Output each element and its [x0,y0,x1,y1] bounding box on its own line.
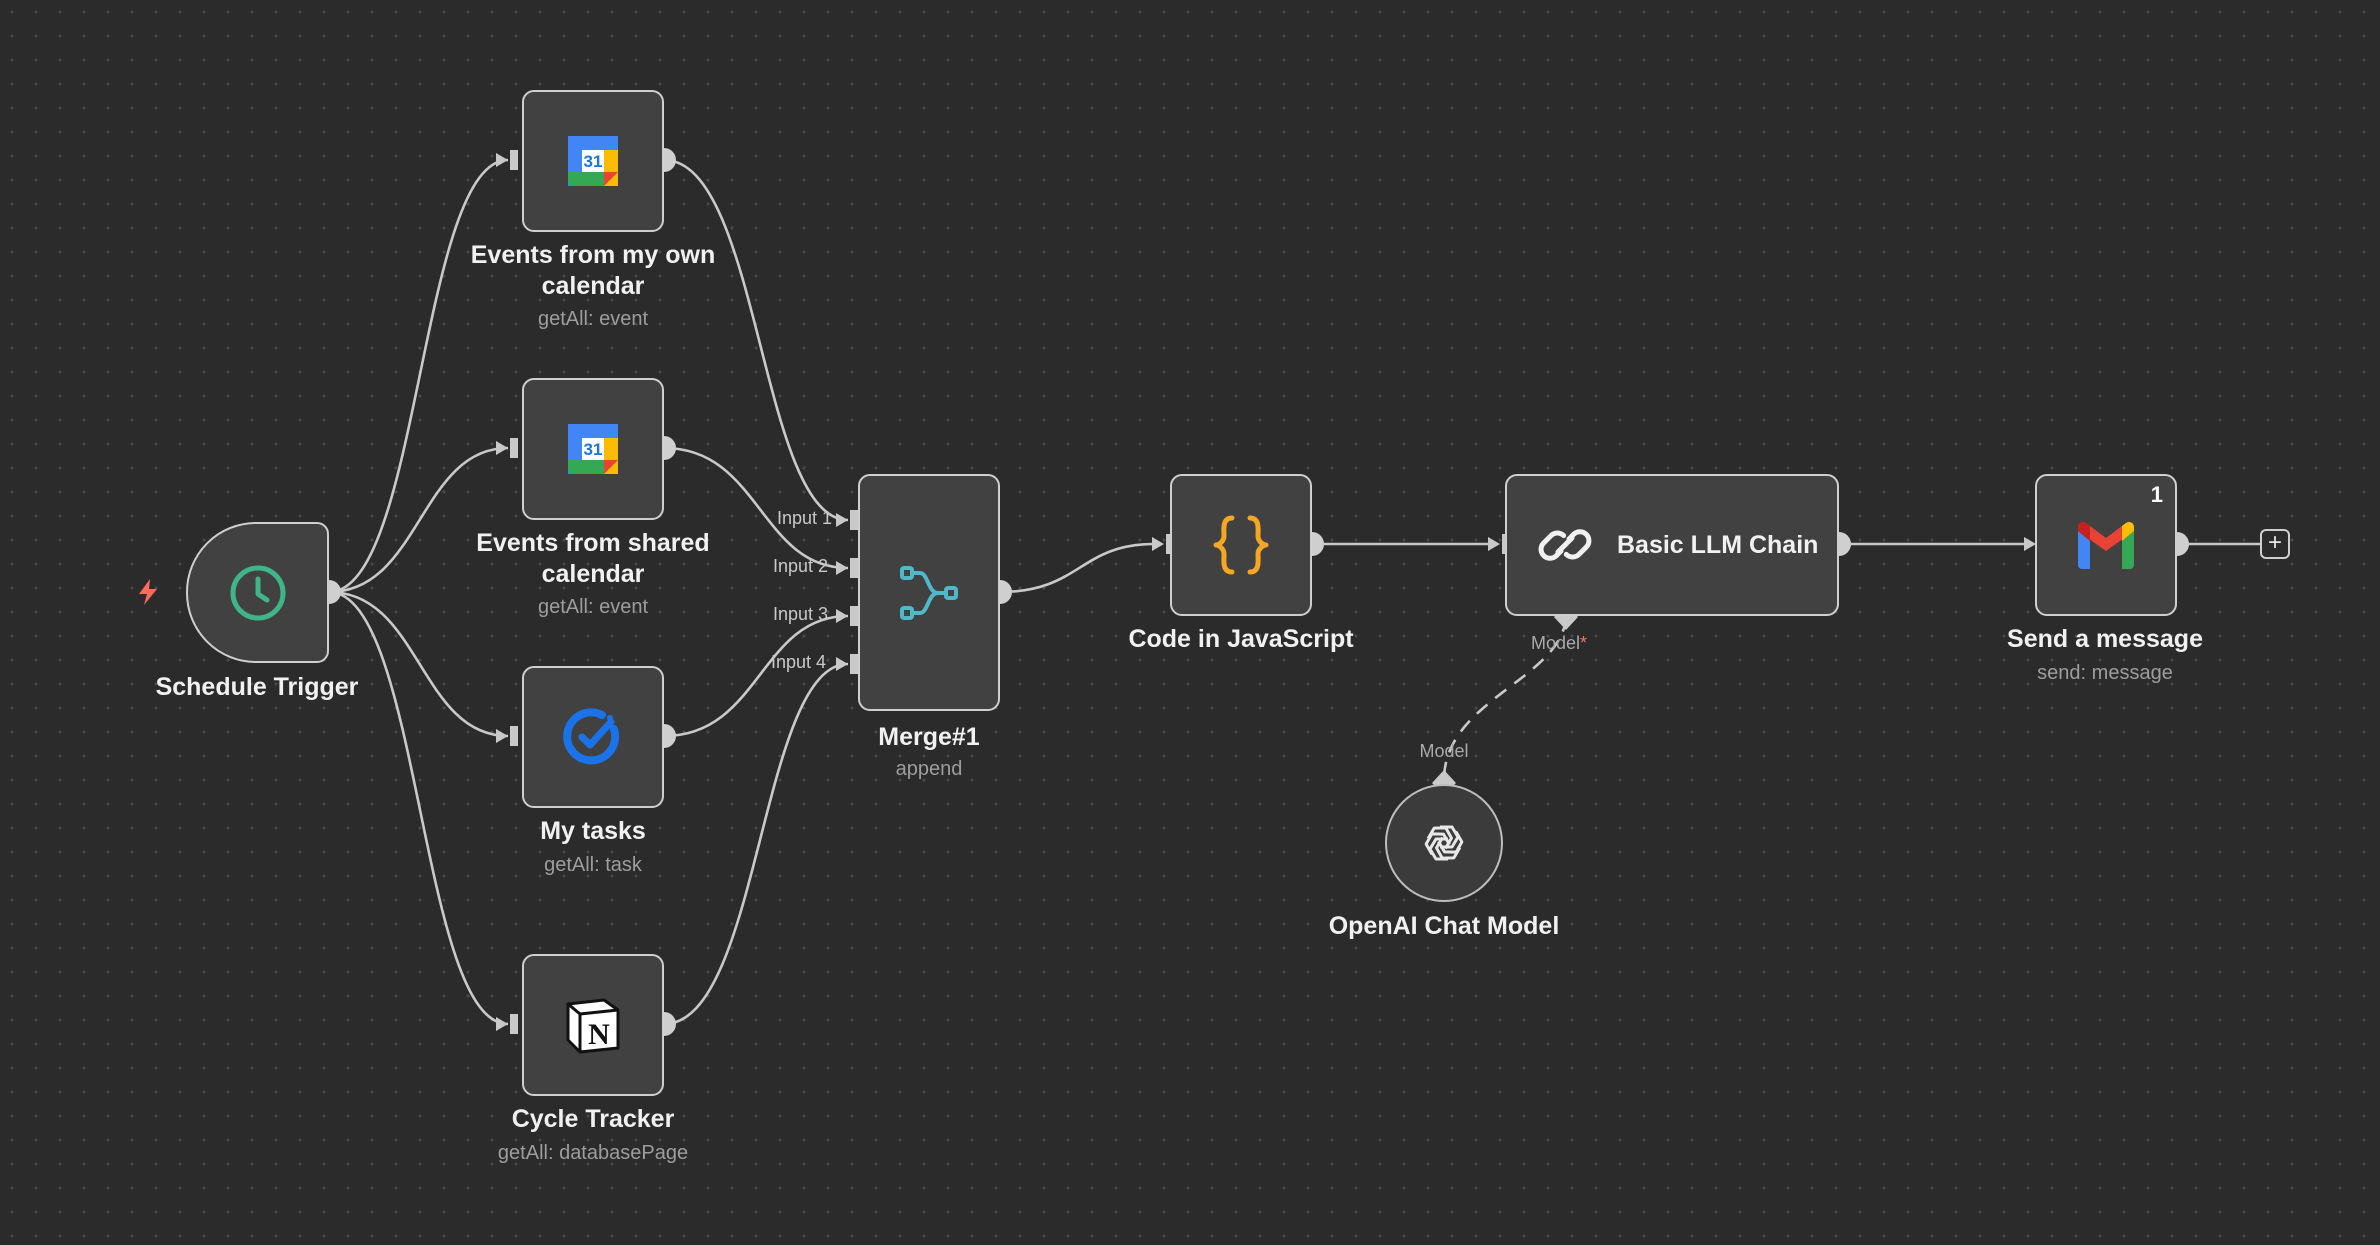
my-tasks-subtitle: getAll: task [544,854,642,876]
lightning-bolt-icon [139,579,157,605]
own-calendar-title-line1: Events from my own [470,241,716,269]
llm-chain-title: Basic LLM Chain [1617,530,1819,559]
google-calendar-icon: 31 [568,136,618,186]
my-tasks-node[interactable] [522,666,664,808]
openai-icon [1424,825,1464,861]
merge-input-2-label: Input 2 [773,556,829,576]
notion-letter: N [588,1018,610,1051]
shared-calendar-node[interactable]: 31 [522,378,664,520]
openai-chat-model-title: OpenAI Chat Model [1328,912,1560,940]
link-chain-icon [1538,529,1592,561]
cycle-tracker-subtitle: getAll: databasePage [497,1142,689,1164]
shared-calendar-subtitle: getAll: event [537,596,649,618]
notion-icon: N [566,998,620,1054]
merge-subtitle: append [895,758,963,780]
connection-trigger-cycle-tracker [328,590,509,1026]
schedule-trigger-node[interactable] [186,522,329,663]
google-tasks-icon [563,708,620,765]
send-message-node[interactable]: 1 [2035,474,2177,616]
connection-trigger-my-tasks [328,590,509,738]
merge-icon [900,565,958,620]
shared-calendar-title: Events from shared calendar [476,528,709,590]
code-braces-icon [1213,515,1269,575]
execution-count-badge: 1 [2150,482,2163,507]
code-javascript-title: Code in JavaScript [1128,625,1354,653]
own-calendar-node[interactable]: 31 [522,90,664,232]
connection-my-tasks-merge [663,614,849,738]
gmail-icon [2078,522,2134,569]
schedule-trigger-title: Schedule Trigger [155,673,359,701]
add-node-button[interactable]: + [2260,529,2290,559]
openai-model-port-label: Model [1419,741,1469,761]
cycle-tracker-node[interactable]: N [522,954,664,1096]
model-port-text: Model [1530,633,1581,653]
openai-chat-model-node[interactable] [1385,784,1503,902]
google-calendar-icon: 31 [568,424,618,474]
send-message-title: Send a message [2007,625,2203,653]
shared-calendar-title-line1: Events from shared [476,529,710,557]
own-calendar-title-line2: calendar [541,272,645,300]
merge-input-4-label: Input 4 [771,652,827,672]
merge-title: Merge#1 [878,723,980,751]
llm-chain-model-port-label[interactable]: Model* [1531,633,1587,654]
send-message-subtitle: send: message [2037,662,2173,684]
own-calendar-subtitle: getAll: event [537,308,649,330]
llm-chain-node[interactable]: Basic LLM Chain [1505,474,1839,616]
merge-input-1-label: Input 1 [777,508,833,528]
calendar-date-text: 31 [584,152,603,171]
merge-node[interactable] [858,474,1000,711]
merge-input-3-label: Input 3 [773,604,829,624]
own-calendar-title: Events from my own calendar [471,240,716,302]
calendar-date-text: 31 [584,440,603,459]
cycle-tracker-title: Cycle Tracker [511,1105,675,1133]
code-javascript-node[interactable] [1170,474,1312,616]
shared-calendar-title-line2: calendar [541,560,645,588]
clock-icon [230,565,285,620]
connection-cycle-tracker-merge [663,662,849,1026]
required-mark: * [1580,633,1588,653]
connection-own-calendar-merge [663,158,849,522]
my-tasks-title: My tasks [540,817,646,845]
connection-merge-code [999,542,1155,594]
